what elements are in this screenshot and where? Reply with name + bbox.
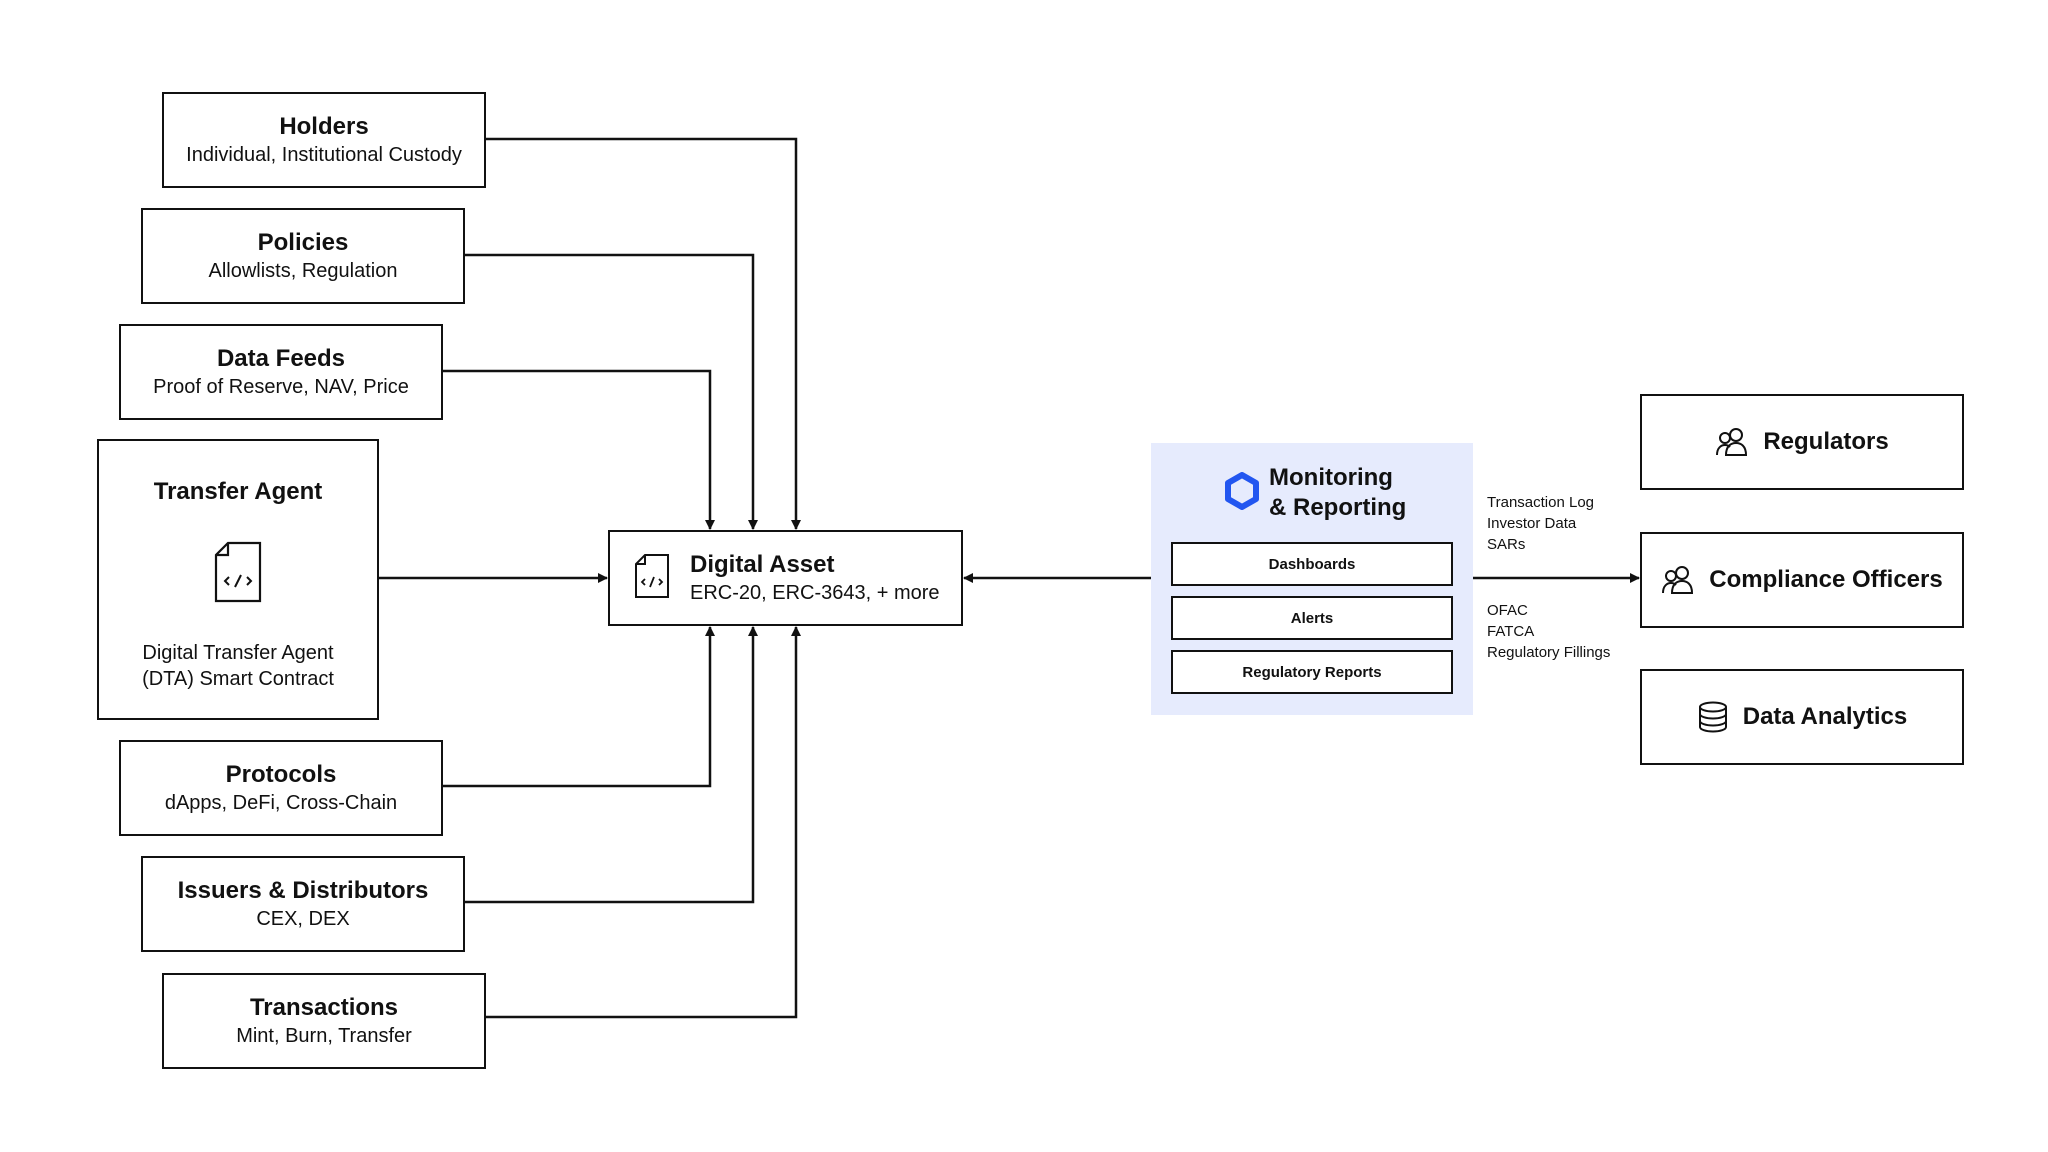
protocols-subtitle: dApps, DeFi, Cross-Chain — [164, 792, 398, 814]
data-feeds-title: Data Feeds — [216, 345, 346, 372]
transfer-agent-subtitle-line2: (DTA) Smart Contract — [142, 668, 334, 690]
protocols-box: Protocols dApps, DeFi, Cross-Chain — [119, 740, 443, 836]
connector-data-feeds — [443, 369, 715, 530]
digital-asset-subtitle: ERC-20, ERC-3643, + more — [690, 582, 940, 604]
flow-label: Transaction Log — [1487, 494, 1595, 511]
flow-label: FATCA — [1487, 623, 1535, 640]
code-document-icon — [634, 553, 670, 604]
database-icon — [1697, 701, 1729, 733]
flow-labels-bottom: OFAC FATCA Regulatory Fillings — [1487, 600, 1610, 663]
regulators-label: Regulators — [1763, 428, 1889, 455]
holders-subtitle: Individual, Institutional Custody — [186, 144, 462, 166]
digital-asset-title: Digital Asset — [690, 551, 835, 578]
issuers-title: Issuers & Distributors — [177, 877, 429, 904]
flow-label: Investor Data — [1487, 515, 1577, 532]
flow-label: SARs — [1487, 536, 1526, 553]
monitoring-header: Monitoring & Reporting — [1225, 463, 1406, 523]
dashboards-button[interactable]: Dashboards — [1171, 542, 1453, 586]
alerts-button[interactable]: Alerts — [1171, 596, 1453, 640]
transactions-title: Transactions — [249, 994, 399, 1021]
compliance-officers-box: Compliance Officers — [1640, 532, 1964, 628]
policies-box: Policies Allowlists, Regulation — [141, 208, 465, 304]
users-icon — [1661, 565, 1695, 595]
regulators-box: Regulators — [1640, 394, 1964, 490]
flow-label: OFAC — [1487, 602, 1528, 619]
transactions-box: Transactions Mint, Burn, Transfer — [162, 973, 486, 1069]
transfer-agent-box: Transfer Agent Digital Transfer Agent (D… — [97, 439, 379, 720]
connector-policies — [465, 253, 758, 530]
monitoring-panel: Monitoring & Reporting Dashboards Alerts… — [1151, 443, 1473, 715]
connector-issuers — [465, 626, 758, 904]
transfer-agent-title: Transfer Agent — [153, 478, 323, 505]
data-analytics-box: Data Analytics — [1640, 669, 1964, 765]
flow-labels-top: Transaction Log Investor Data SARs — [1487, 492, 1594, 555]
digital-asset-box: Digital Asset ERC-20, ERC-3643, + more — [608, 530, 963, 626]
hexagon-logo-icon — [1225, 471, 1259, 515]
compliance-officers-label: Compliance Officers — [1709, 566, 1943, 593]
data-feeds-box: Data Feeds Proof of Reserve, NAV, Price — [119, 324, 443, 420]
flow-label: Regulatory Fillings — [1487, 644, 1611, 661]
transfer-agent-subtitle-line1: Digital Transfer Agent — [142, 642, 334, 664]
holders-title: Holders — [279, 113, 369, 140]
policies-subtitle: Allowlists, Regulation — [208, 260, 398, 282]
code-document-icon — [214, 541, 262, 608]
connector-protocols — [443, 626, 715, 788]
protocols-title: Protocols — [225, 761, 337, 788]
transactions-subtitle: Mint, Burn, Transfer — [236, 1025, 412, 1047]
issuers-subtitle: CEX, DEX — [256, 908, 350, 930]
monitoring-title: Monitoring & Reporting — [1269, 464, 1407, 521]
data-feeds-subtitle: Proof of Reserve, NAV, Price — [153, 376, 409, 398]
data-analytics-label: Data Analytics — [1742, 703, 1908, 730]
regulatory-reports-button[interactable]: Regulatory Reports — [1171, 650, 1453, 694]
users-icon — [1715, 427, 1749, 457]
policies-title: Policies — [257, 229, 349, 256]
holders-box: Holders Individual, Institutional Custod… — [162, 92, 486, 188]
connector-transactions — [486, 626, 801, 1019]
issuers-box: Issuers & Distributors CEX, DEX — [141, 856, 465, 952]
connector-holders — [486, 137, 801, 530]
